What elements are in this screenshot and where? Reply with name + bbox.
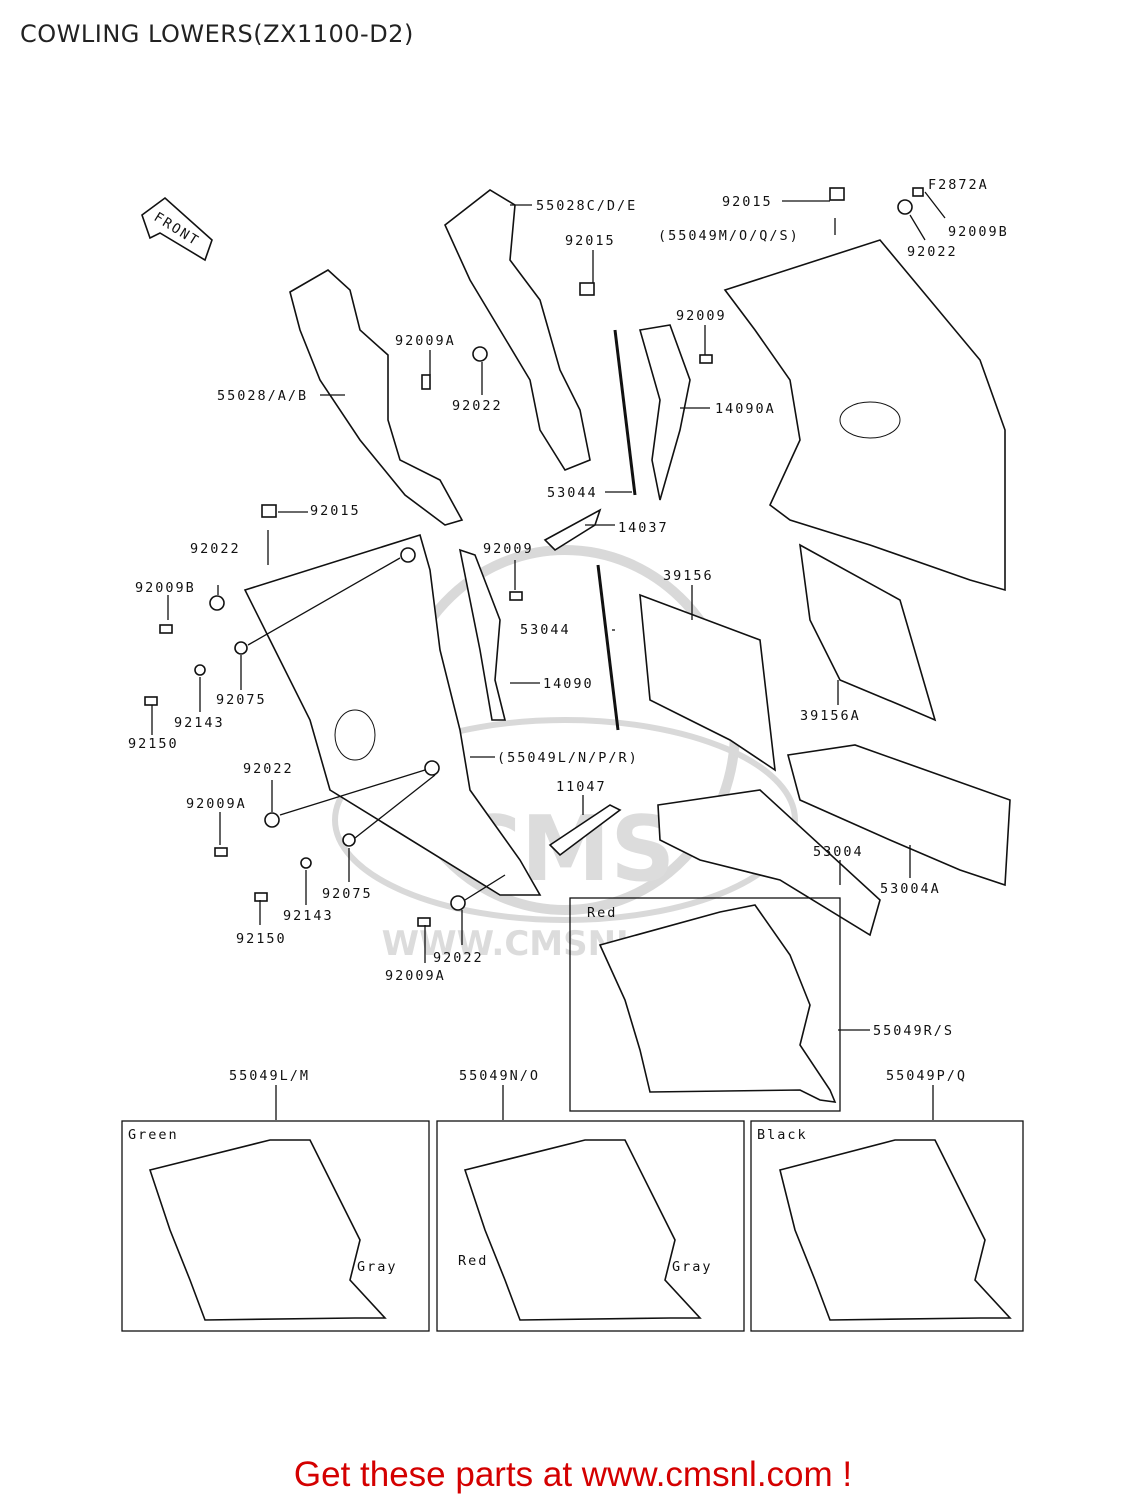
callout-55049mo: (55049M/O/Q/S) xyxy=(658,228,800,244)
cowl-55028cde-shape xyxy=(444,189,591,471)
callout-92143-a: 92143 xyxy=(174,715,225,731)
bolt-icon xyxy=(912,187,924,197)
callout-92009-a: 92009 xyxy=(676,308,727,324)
callout-92022-e: 92022 xyxy=(433,950,484,966)
callout-92009-b: 92009 xyxy=(483,541,534,557)
trim-14090a-shape xyxy=(638,324,691,501)
variant-box-rs xyxy=(569,897,841,1112)
washer-icon xyxy=(400,547,416,563)
fairing-55049l-shape xyxy=(243,533,542,896)
variant-box-pq xyxy=(750,1120,1024,1332)
callout-92150-b: 92150 xyxy=(236,931,287,947)
callout-14037: 14037 xyxy=(618,520,669,536)
callout-92009a-a: 92009A xyxy=(395,333,456,349)
callout-11047: 11047 xyxy=(556,779,607,795)
callout-labels: 55028C/D/E 92015 92009A 55028/A/B 92022 … xyxy=(128,177,1009,1084)
grommet-icon xyxy=(342,833,356,847)
pad-53004-shape xyxy=(657,789,881,937)
color-note-red-no: Red xyxy=(458,1253,488,1269)
callout-14090a: 14090A xyxy=(715,401,776,417)
part-shapes xyxy=(243,189,1011,937)
callout-92009b-b: 92009B xyxy=(135,580,196,596)
color-note-black: Black xyxy=(757,1127,808,1143)
callout-92009a-b: 92009A xyxy=(186,796,247,812)
callout-92015-c: 92015 xyxy=(310,503,361,519)
callout-92022-a: 92022 xyxy=(452,398,503,414)
color-note-gray-no: Gray xyxy=(672,1259,713,1275)
color-note-red-rs: Red xyxy=(587,905,617,921)
pad-39156-shape xyxy=(639,593,776,772)
callout-92009a-c: 92009A xyxy=(385,968,446,984)
nut-clip-icon xyxy=(261,504,277,518)
grommet-icon xyxy=(300,857,312,869)
callout-55049lm: 55049L/M xyxy=(229,1068,310,1084)
fairing-55049m-shape xyxy=(723,239,1006,592)
hardware-icons xyxy=(144,187,924,927)
trim-14090-shape xyxy=(458,548,507,721)
bracket-11047-shape xyxy=(548,804,622,857)
callout-55028ab: 55028/A/B xyxy=(217,388,308,404)
washer-icon xyxy=(450,895,466,911)
grommet-icon xyxy=(194,664,206,676)
rod-53044-top xyxy=(613,329,637,496)
callout-92022-b: 92022 xyxy=(907,244,958,260)
color-notes: Red Green Gray Red Gray Black xyxy=(128,905,808,1275)
bolt-icon xyxy=(254,892,268,902)
callout-55049pq: 55049P/Q xyxy=(886,1068,967,1084)
callout-14090: 14090 xyxy=(543,676,594,692)
footer-promo-link[interactable]: Get these parts at www.cmsnl.com ! xyxy=(293,1455,853,1494)
callout-39156: 39156 xyxy=(663,568,714,584)
callout-92075-b: 92075 xyxy=(322,886,373,902)
washer-icon xyxy=(209,595,225,611)
bolt-icon xyxy=(159,624,173,634)
figure-code: F2872A xyxy=(928,177,989,193)
variant-boxes xyxy=(121,897,1024,1332)
callout-39156a: 39156A xyxy=(800,708,861,724)
bolt-icon xyxy=(421,374,431,390)
bolt-icon xyxy=(214,847,228,857)
cowl-55028-shape xyxy=(289,269,464,526)
grommet-icon xyxy=(234,641,248,655)
callout-92022-d: 92022 xyxy=(243,761,294,777)
washer-icon xyxy=(472,346,488,362)
callout-92015-a: 92015 xyxy=(565,233,616,249)
leader-lines xyxy=(151,191,946,1120)
rod-53044-mid xyxy=(596,564,620,731)
clip-14037-shape xyxy=(543,508,602,552)
washer-icon xyxy=(424,760,440,776)
callout-55049no: 55049N/O xyxy=(459,1068,540,1084)
callout-53044-a: 53044 xyxy=(547,485,598,501)
callout-92143-b: 92143 xyxy=(283,908,334,924)
callout-92022-c: 92022 xyxy=(190,541,241,557)
bolt-icon xyxy=(144,696,158,706)
bolt-icon xyxy=(509,591,523,601)
nut-clip-icon xyxy=(829,187,845,201)
pad-53004a-shape xyxy=(786,744,1011,887)
variant-box-no xyxy=(436,1120,745,1332)
callout-55049ln: (55049L/N/P/R) xyxy=(497,750,639,766)
callout-55028cde: 55028C/D/E xyxy=(536,198,637,214)
page-title: COWLING LOWERS(ZX1100-D2) xyxy=(20,20,414,48)
color-note-gray-lm: Gray xyxy=(357,1259,398,1275)
callout-55049rs: 55049R/S xyxy=(873,1023,954,1039)
washer-icon xyxy=(897,199,913,215)
bolt-icon xyxy=(417,917,431,927)
bolt-icon xyxy=(699,354,713,364)
nut-clip-icon xyxy=(579,282,595,296)
callout-53004: 53004 xyxy=(813,844,864,860)
callout-53004a: 53004A xyxy=(880,881,941,897)
variant-box-lm xyxy=(121,1120,430,1332)
callout-92150-a: 92150 xyxy=(128,736,179,752)
washer-icon xyxy=(264,812,280,828)
callout-92009b-a: 92009B xyxy=(948,224,1009,240)
color-note-green: Green xyxy=(128,1127,179,1143)
front-arrow-icon: FRONT xyxy=(141,196,213,262)
callout-92015-b: 92015 xyxy=(722,194,773,210)
callout-53044-b: 53044 xyxy=(520,622,571,638)
callout-92075-a: 92075 xyxy=(216,692,267,708)
pad-39156a-shape xyxy=(798,543,937,722)
